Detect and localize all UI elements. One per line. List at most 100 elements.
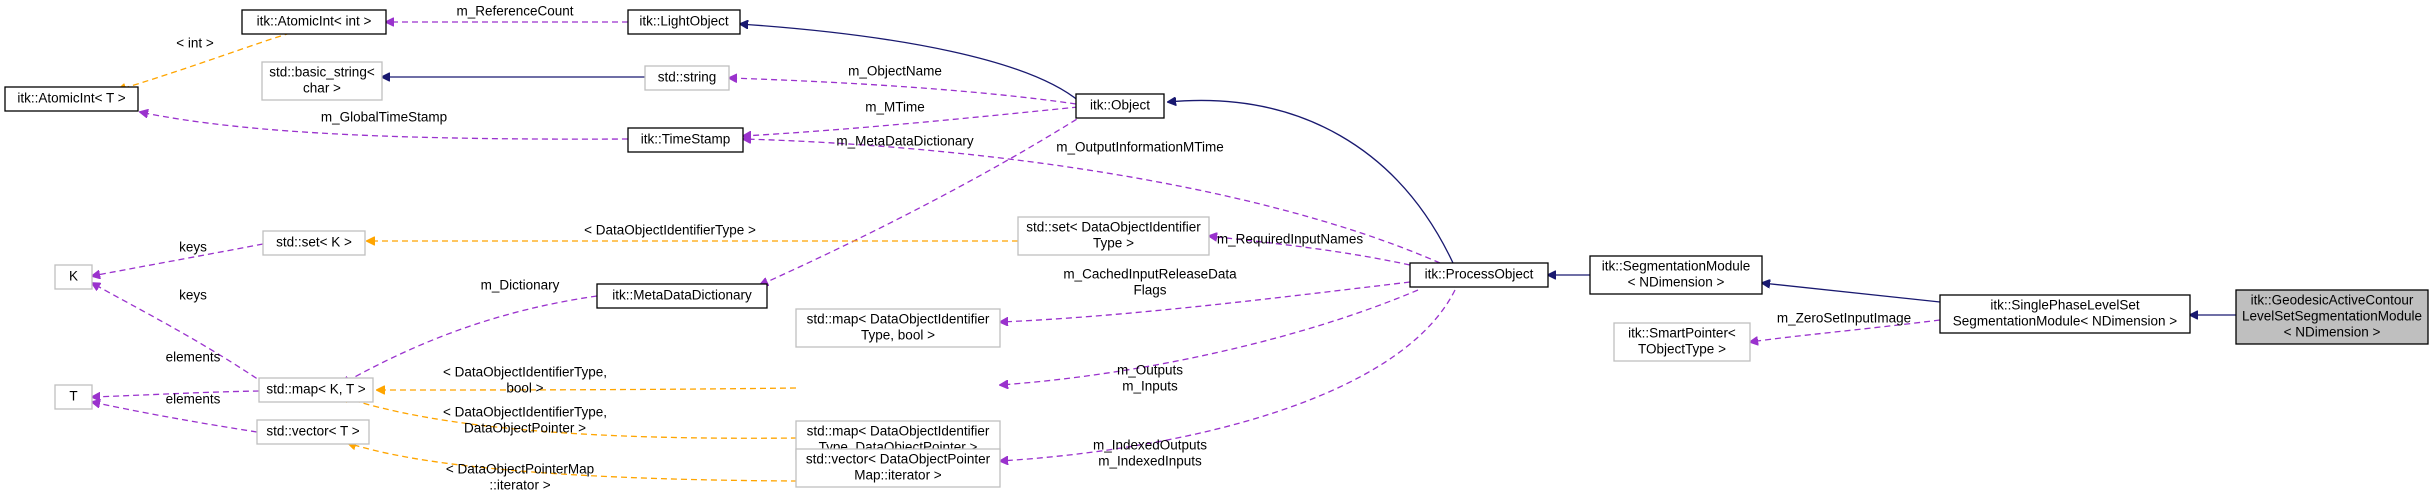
edge-label-cached-input: Flags: [1133, 283, 1166, 298]
node-box: [596, 283, 768, 309]
node-basic-string[interactable]: std::basic_string<char >: [261, 61, 383, 101]
node-label: itk::LightObject: [639, 14, 729, 29]
node-map-doid-bool[interactable]: std::map< DataObjectIdentifierType, bool…: [795, 308, 1001, 348]
node-label: std::vector< DataObjectPointer: [806, 452, 991, 467]
node-label: Type, bool >: [861, 328, 935, 343]
edge-label-int: < int >: [176, 36, 214, 51]
node-t[interactable]: T: [54, 384, 93, 410]
edge-label-required-input-names: m_RequiredInputNames: [1217, 232, 1364, 247]
node-label: TObjectType >: [1638, 342, 1726, 357]
edge-label-elements-vector: elements: [166, 392, 221, 407]
node-timestamp[interactable]: itk::TimeStamp: [627, 127, 744, 153]
node-box: [795, 308, 1001, 348]
edge-label-keys-map: keys: [179, 288, 207, 303]
edge-doid-ptr-template: [340, 396, 798, 439]
node-label: std::set< DataObjectIdentifier: [1026, 220, 1201, 235]
edge-label-global-timestamp: m_GlobalTimeStamp: [321, 110, 447, 125]
node-label: std::basic_string<: [269, 65, 375, 80]
edge-elements-map: [92, 390, 260, 397]
node-label: itk::AtomicInt< int >: [257, 14, 372, 29]
edge-dop-map-iter-template: [348, 443, 798, 482]
node-k[interactable]: K: [54, 264, 93, 290]
node-box: [644, 65, 730, 91]
node-label: Type >: [1093, 236, 1134, 251]
node-box: [1939, 294, 2191, 334]
node-string[interactable]: std::string: [644, 65, 730, 91]
edge-label-indexed: m_IndexedInputs: [1098, 454, 1202, 469]
edge-label-output-info-mtime: m_OutputInformationMTime: [1056, 140, 1224, 155]
node-label: itk::SegmentationModule: [1602, 259, 1751, 274]
node-label: itk::ProcessObject: [1425, 267, 1534, 282]
node-label: LevelSetSegmentationModule: [2242, 309, 2422, 324]
node-label: T: [69, 389, 77, 404]
node-label: SegmentationModule< NDimension >: [1953, 314, 2177, 329]
edge-doid-bool-template: [377, 388, 797, 390]
node-metadatadictionary[interactable]: itk::MetaDataDictionary: [596, 283, 768, 309]
node-box: [54, 384, 93, 410]
edge-label-outputs-inputs: m_Inputs: [1122, 379, 1178, 394]
edge-singlephase-to-segmentationmodule: [1762, 283, 1941, 303]
node-vector-dop[interactable]: std::vector< DataObjectPointerMap::itera…: [795, 448, 1001, 488]
node-label: Map::iterator >: [854, 468, 942, 483]
node-set-doid[interactable]: std::set< DataObjectIdentifierType >: [1017, 216, 1210, 256]
node-label: itk::Object: [1090, 98, 1150, 113]
edge-label-cached-input: m_CachedInputReleaseData: [1063, 267, 1237, 282]
node-singlephase[interactable]: itk::SinglePhaseLevelSetSegmentationModu…: [1939, 294, 2191, 334]
node-box: [241, 9, 387, 35]
node-box: [1017, 216, 1210, 256]
node-segmentationmodule[interactable]: itk::SegmentationModule< NDimension >: [1589, 255, 1763, 295]
node-label: < NDimension >: [1628, 275, 1725, 290]
node-box: [2235, 289, 2429, 345]
node-geodesic[interactable]: itk::GeodesicActiveContourLevelSetSegmen…: [2235, 289, 2429, 345]
edge-required-input-names: [1209, 236, 1411, 266]
edge-label-zero-set-input: m_ZeroSetInputImage: [1777, 311, 1911, 326]
node-map-kt[interactable]: std::map< K, T >: [258, 377, 374, 403]
node-box: [54, 264, 93, 290]
edge-label-outputs-inputs: m_Outputs: [1117, 363, 1183, 378]
node-label: < NDimension >: [2284, 325, 2381, 340]
edge-keys-set: [92, 243, 264, 276]
node-atomicint-int[interactable]: itk::AtomicInt< int >: [241, 9, 387, 35]
node-box: [795, 448, 1001, 488]
node-set-k[interactable]: std::set< K >: [262, 230, 366, 256]
node-label: std::map< K, T >: [266, 382, 365, 397]
edge-label-reference-count: m_ReferenceCount: [456, 4, 573, 19]
edge-label-keys-set: keys: [179, 240, 207, 255]
edge-label-indexed: m_IndexedOutputs: [1093, 438, 1207, 453]
node-label: std::map< DataObjectIdentifier: [807, 312, 990, 327]
edge-label-elements-map: elements: [166, 350, 221, 365]
edge-label-dop-map-iter: ::iterator >: [489, 478, 550, 493]
edge-output-info-mtime: [743, 139, 1441, 264]
edge-elements-vector: [92, 402, 258, 433]
node-label: itk::GeodesicActiveContour: [2251, 293, 2414, 308]
node-box: [627, 9, 741, 35]
node-object[interactable]: itk::Object: [1075, 93, 1165, 119]
node-box: [1075, 93, 1165, 119]
node-vector-t[interactable]: std::vector< T >: [256, 419, 370, 445]
node-box: [1589, 255, 1763, 295]
node-label: std::string: [658, 70, 717, 85]
edge-outputs-inputs: [1000, 289, 1419, 385]
node-box: [261, 61, 383, 101]
node-box: [262, 230, 366, 256]
node-atomicint-t[interactable]: itk::AtomicInt< T >: [4, 86, 139, 112]
node-label: itk::TimeStamp: [641, 132, 731, 147]
edge-label-doid-bool: bool >: [506, 381, 543, 396]
node-label: char >: [303, 81, 341, 96]
node-box: [4, 86, 139, 112]
edge-label-doid-bool: < DataObjectIdentifierType,: [443, 365, 607, 380]
node-label: std::vector< T >: [266, 424, 359, 439]
edge-global-timestamp: [140, 112, 629, 140]
edge-label-doid-type: < DataObjectIdentifierType >: [584, 223, 756, 238]
node-lightobject[interactable]: itk::LightObject: [627, 9, 741, 35]
node-processobject[interactable]: itk::ProcessObject: [1409, 262, 1549, 288]
node-label: itk::MetaDataDictionary: [612, 288, 752, 303]
edge-label-mtime: m_MTime: [865, 100, 925, 115]
node-smartpointer[interactable]: itk::SmartPointer<TObjectType >: [1613, 322, 1751, 362]
node-box: [1409, 262, 1549, 288]
node-label: itk::SmartPointer<: [1628, 326, 1736, 341]
edge-zero-set-input: [1750, 319, 1941, 342]
edge-object-name: [729, 78, 1077, 105]
edge-label-object-name: m_ObjectName: [848, 64, 942, 79]
